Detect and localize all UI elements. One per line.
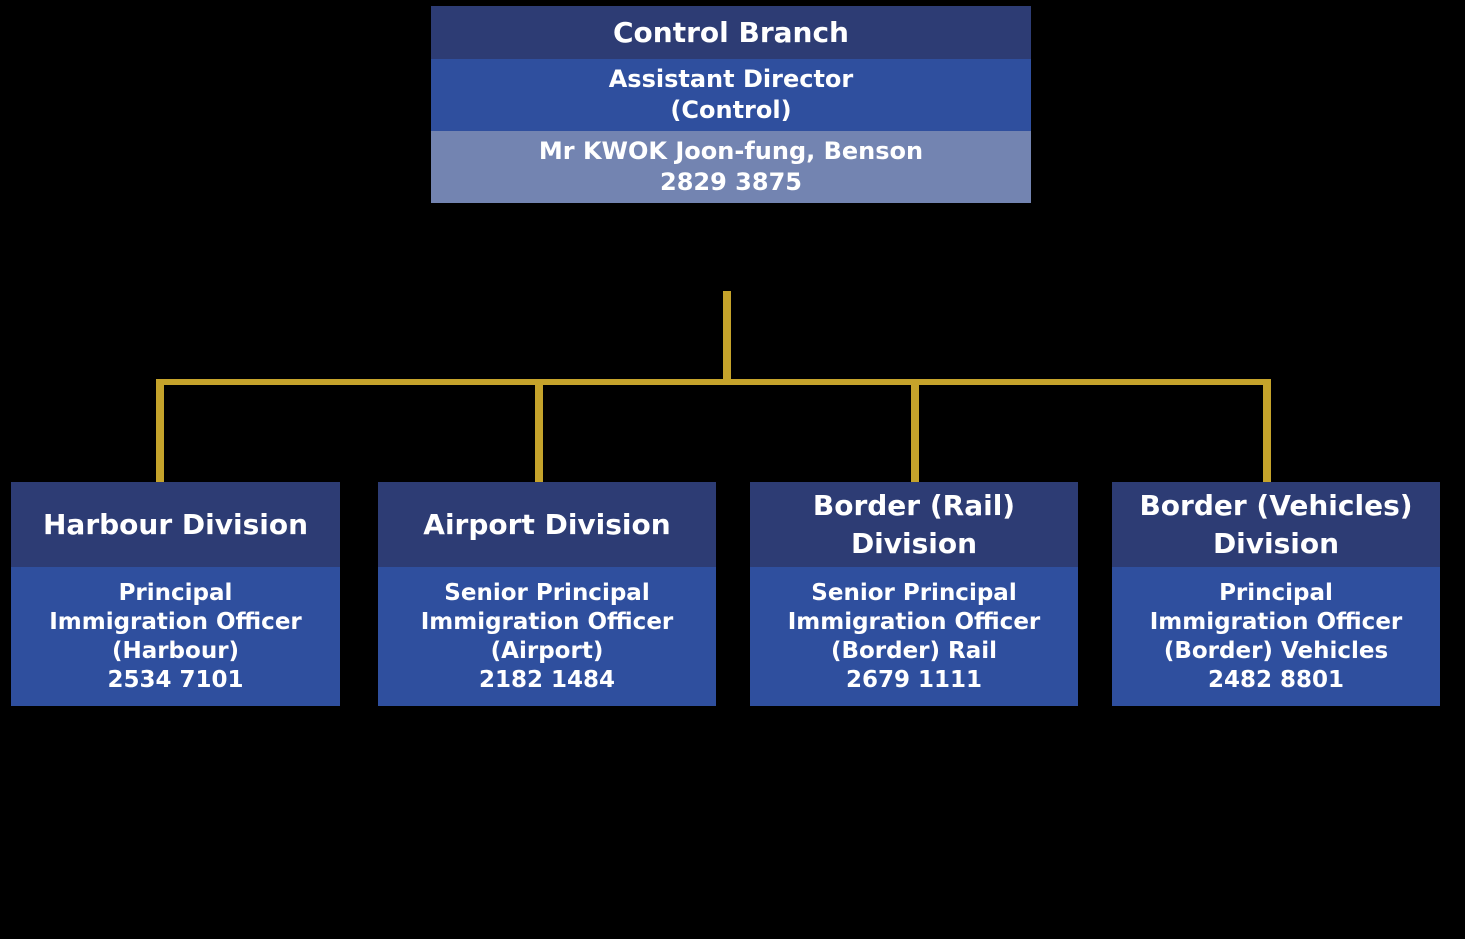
border-rail-division-header: Border (Rail) Division <box>750 482 1078 567</box>
division-post-line: (Border) Rail <box>830 637 998 664</box>
harbour-division-box: Harbour Division Principal Immigration O… <box>11 482 340 706</box>
connector-horizontal-bar <box>156 379 1271 385</box>
division-post-line: Immigration Officer <box>1149 608 1403 635</box>
division-title: Division <box>1212 526 1340 560</box>
division-title: Border (Rail) <box>812 488 1016 522</box>
division-title: Border (Vehicles) <box>1139 488 1413 522</box>
division-post-line: (Harbour) <box>111 637 240 664</box>
division-phone: 2534 7101 <box>107 666 244 693</box>
airport-division-header: Airport Division <box>378 482 716 567</box>
post-title-line: Assistant Director <box>608 65 854 93</box>
officer-phone: 2829 3875 <box>660 168 802 196</box>
border-vehicles-division-header: Border (Vehicles) Division <box>1112 482 1440 567</box>
officer-name: Mr KWOK Joon-fung, Benson <box>538 137 924 165</box>
division-phone: 2679 1111 <box>845 666 983 693</box>
border-vehicles-division-box: Border (Vehicles) Division Principal Imm… <box>1112 482 1440 706</box>
border-rail-division-box: Border (Rail) Division Senior Principal … <box>750 482 1078 706</box>
division-phone: 2182 1484 <box>478 666 616 693</box>
airport-division-details: Senior Principal Immigration Officer (Ai… <box>378 567 716 706</box>
division-title: Airport Division <box>423 507 671 541</box>
post-title-line: (Control) <box>670 96 792 124</box>
division-post-line: Immigration Officer <box>787 608 1041 635</box>
harbour-division-header: Harbour Division <box>11 482 340 567</box>
division-post-line: (Border) Vehicles <box>1163 637 1389 664</box>
connector-drop-border-rail <box>911 379 919 483</box>
control-branch-header: Control Branch <box>431 6 1031 59</box>
connector-drop-airport <box>535 379 543 483</box>
connector-drop-harbour <box>156 379 164 483</box>
connector-drop-border-vehicles <box>1263 379 1271 483</box>
division-post-line: Immigration Officer <box>420 608 674 635</box>
division-phone: 2482 8801 <box>1207 666 1345 693</box>
division-post-line: Principal <box>118 579 233 606</box>
harbour-division-details: Principal Immigration Officer (Harbour) … <box>11 567 340 706</box>
airport-division-box: Airport Division Senior Principal Immigr… <box>378 482 716 706</box>
border-rail-division-details: Senior Principal Immigration Officer (Bo… <box>750 567 1078 706</box>
division-post-line: Immigration Officer <box>49 608 302 635</box>
control-branch-post: Assistant Director (Control) <box>431 59 1031 131</box>
division-title: Harbour Division <box>42 507 309 541</box>
division-post-line: Principal <box>1219 579 1333 606</box>
division-post-line: (Airport) <box>490 637 604 664</box>
border-vehicles-division-details: Principal Immigration Officer (Border) V… <box>1112 567 1440 706</box>
branch-title: Control Branch <box>612 16 849 49</box>
control-branch-box: Control Branch Assistant Director (Contr… <box>431 6 1031 203</box>
connector-stem <box>723 291 731 383</box>
division-post-line: Senior Principal <box>444 579 650 606</box>
division-post-line: Senior Principal <box>811 579 1017 606</box>
division-title: Division <box>850 526 978 560</box>
control-branch-officer: Mr KWOK Joon-fung, Benson 2829 3875 <box>431 131 1031 203</box>
